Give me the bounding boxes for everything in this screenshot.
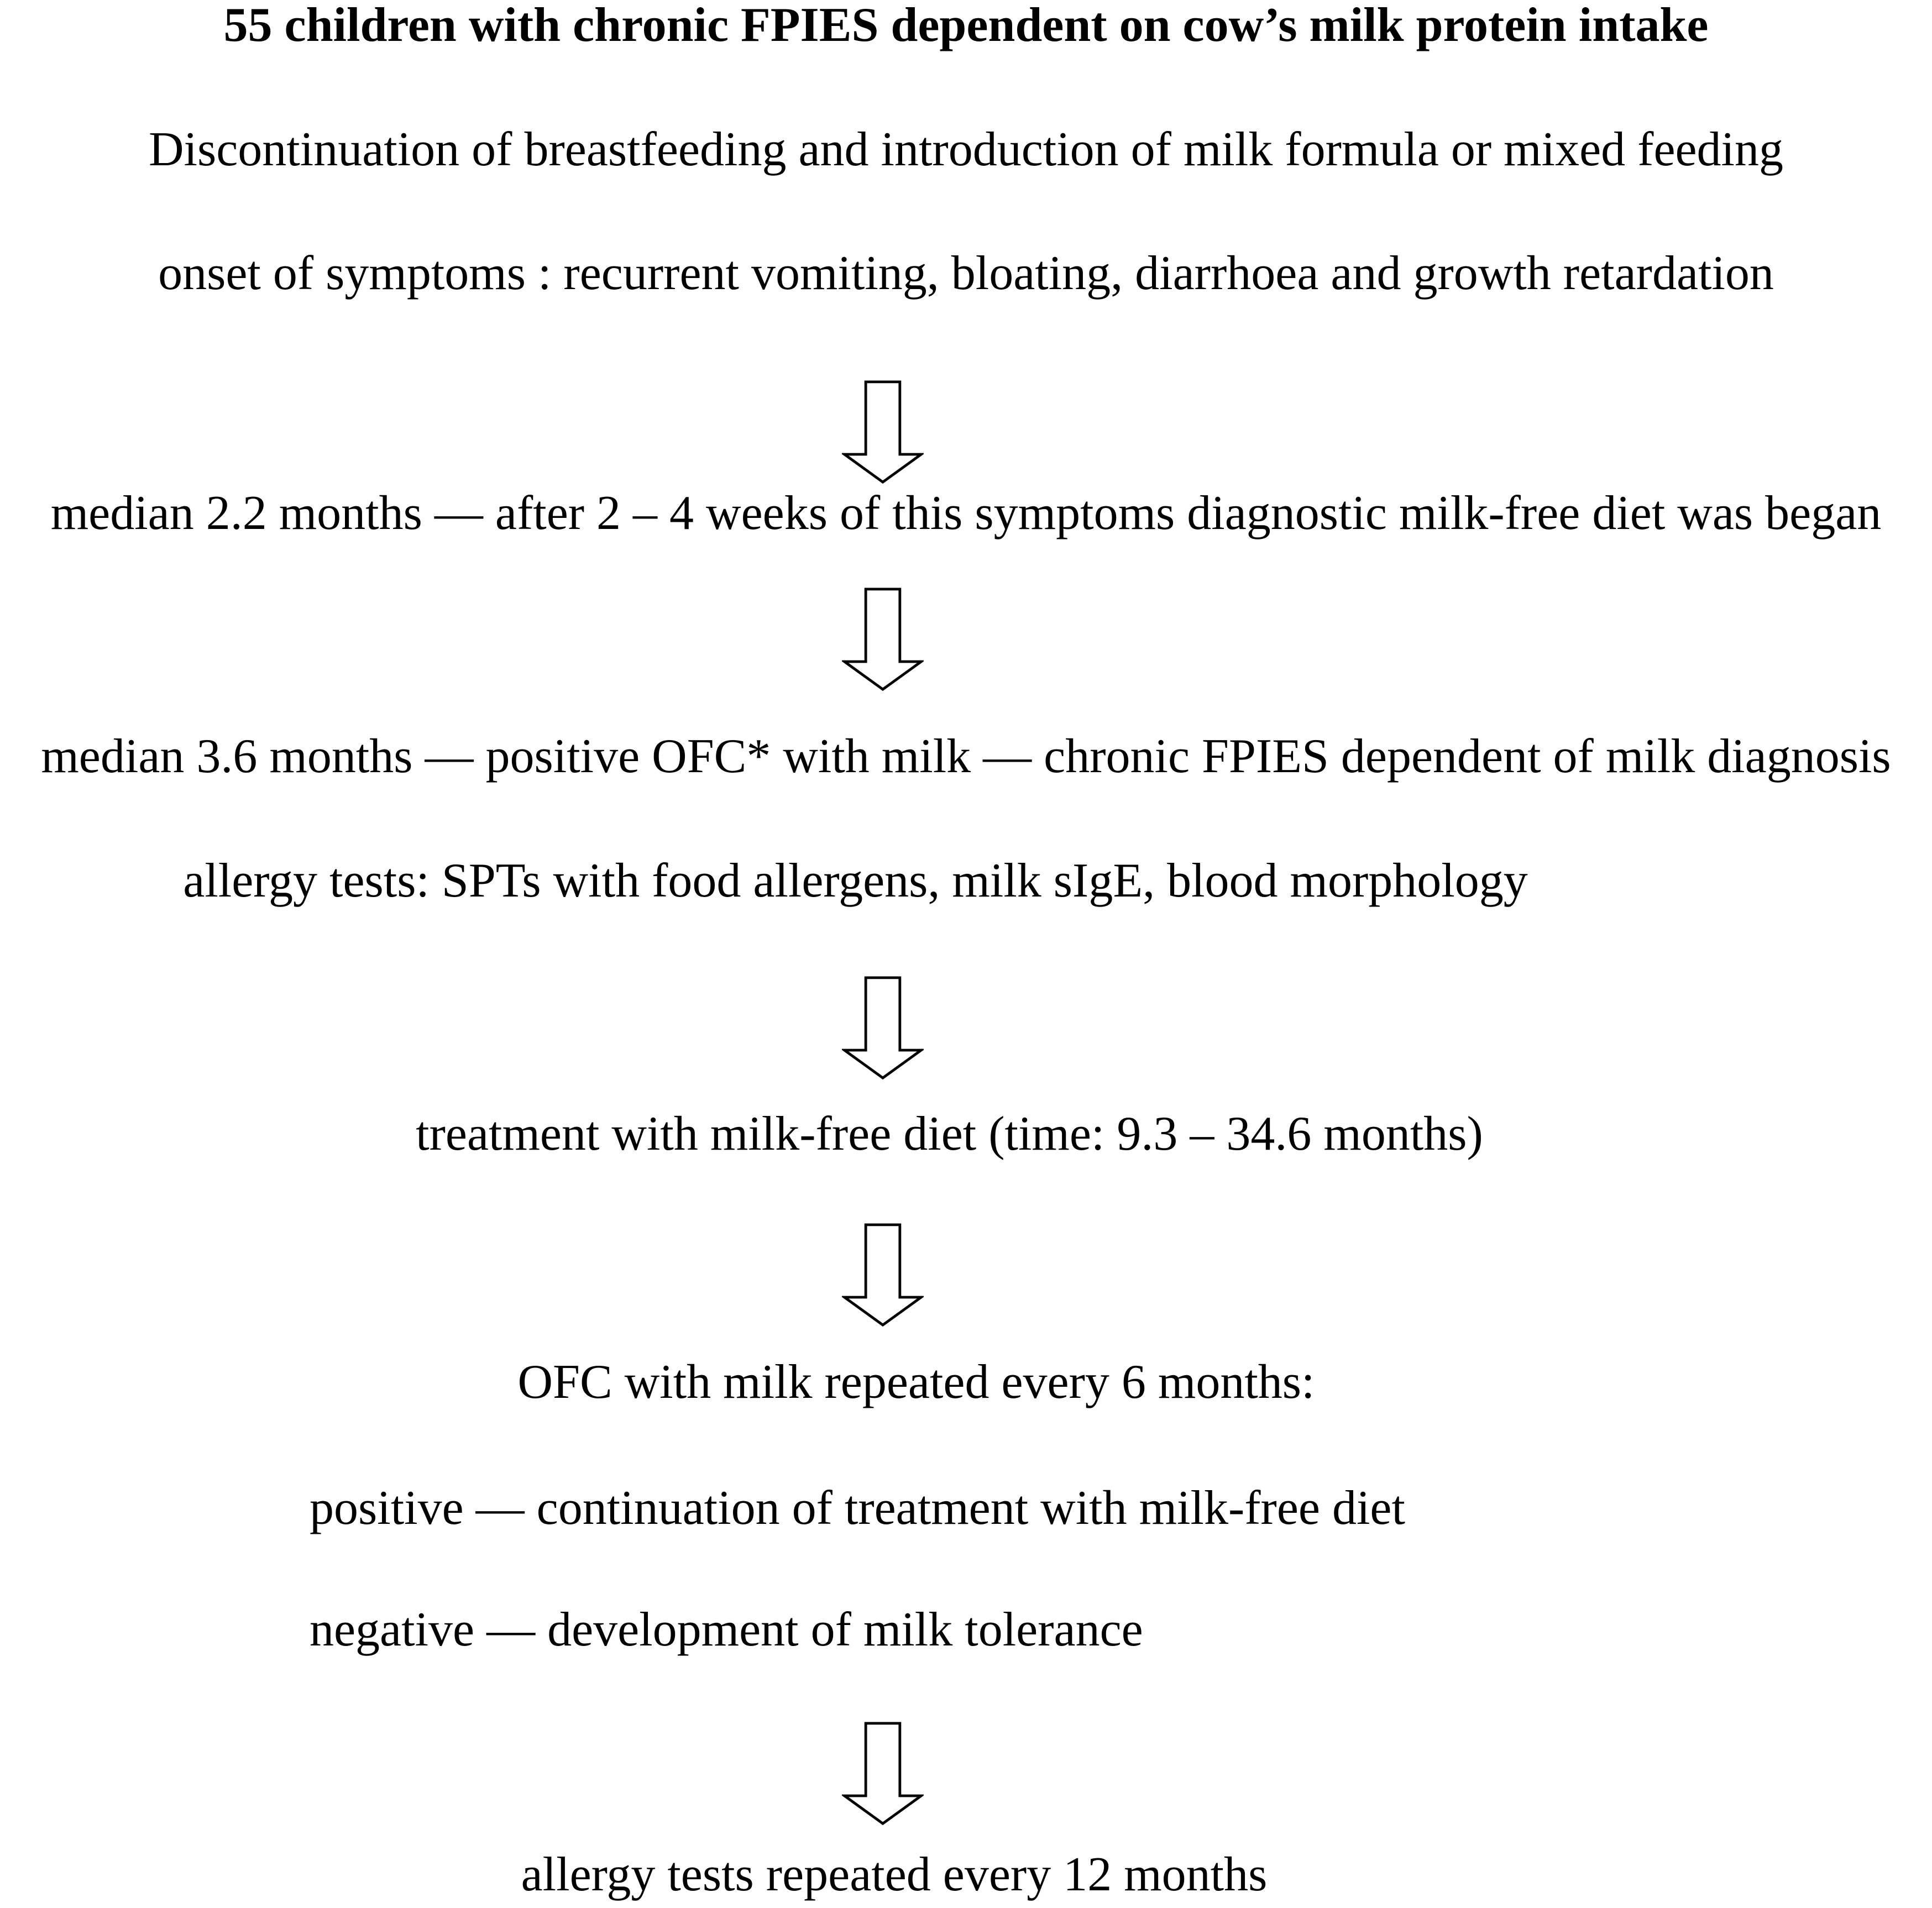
flow-step-ofc-repeated: OFC with milk repeated every 6 months: [517,1355,1315,1409]
flow-step-median-2-2-months: median 2.2 months — after 2 – 4 weeks of… [50,486,1882,540]
flow-step-allergy-tests-repeated: allergy tests repeated every 12 months [521,1848,1268,1901]
down-block-arrow-icon [842,588,924,691]
flow-step-positive-outcome: positive — continuation of treatment wit… [310,1481,1405,1535]
flow-step-negative-outcome: negative — development of milk tolerance [310,1603,1143,1657]
down-block-arrow-icon [842,1722,924,1826]
flow-step-discontinuation: Discontinuation of breastfeeding and int… [148,123,1784,176]
flowchart-title: 55 children with chronic FPIES dependent… [223,0,1709,52]
down-block-arrow-icon [842,1223,924,1327]
flow-step-median-3-6-months: median 3.6 months — positive OFC* with m… [41,730,1891,783]
down-block-arrow-icon [842,380,924,484]
flow-step-onset-of-symptoms: onset of symptoms : recurrent vomiting, … [158,247,1774,300]
flow-step-treatment-milk-free-diet: treatment with milk-free diet (time: 9.3… [416,1107,1483,1161]
down-block-arrow-icon [842,976,924,1080]
flow-step-allergy-tests: allergy tests: SPTs with food allergens,… [183,854,1528,908]
